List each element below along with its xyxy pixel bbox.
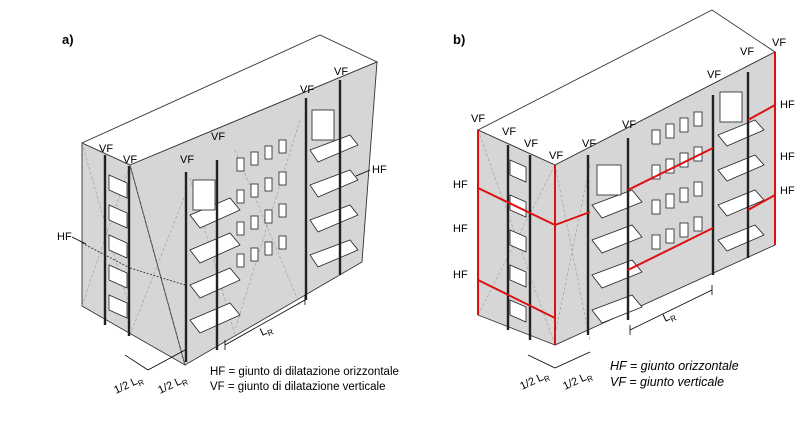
- panel-a-vf-label-3: VF: [180, 154, 194, 166]
- panel-b-label: b): [453, 32, 465, 47]
- panel-b-front-windows: [651, 111, 703, 250]
- panel-a-vf-label-1: VF: [99, 143, 113, 155]
- panel-b-panel-diagonals: [477, 129, 591, 346]
- panel-a-label: a): [62, 32, 74, 47]
- panel-b-vf-label-9: VF: [772, 37, 786, 49]
- panel-a-vf-label-5: VF: [300, 84, 314, 96]
- panel-b-legend-vf: VF = giunto verticale: [610, 375, 724, 389]
- panel-b-hf-label-4: HF: [780, 99, 795, 111]
- panel-b-hf-label-1: HF: [453, 179, 468, 191]
- panel-b-dim-full: LR: [661, 309, 678, 327]
- panel-a-hf-leader-front: [355, 169, 371, 177]
- panel-a-legend-hf: HF = giunto di dilatazione orizzontale: [210, 366, 399, 378]
- panel-b-hf-label-5: HF: [780, 151, 795, 163]
- panel-a-dim-half-2: 1/2 LR: [156, 373, 190, 399]
- panel-b: b): [453, 9, 795, 395]
- panel-b-vertical-joints: [506, 72, 750, 340]
- panel-b-dim-half-2: 1/2 LR: [561, 369, 595, 395]
- panel-b-vf-label-3: VF: [524, 138, 538, 150]
- panel-a: a): [57, 32, 399, 399]
- panel-b-red-joints: [477, 52, 776, 345]
- panel-a-front-windows: [236, 139, 287, 268]
- panel-a-dim-full: LR: [258, 323, 275, 341]
- panel-a-dim-half-1: 1/2 LR: [112, 373, 146, 399]
- panel-b-hf-label-2: HF: [453, 223, 468, 235]
- panel-a-vf-label-6: VF: [334, 66, 348, 78]
- panel-a-vf-label-4: VF: [211, 131, 225, 143]
- panel-b-vf-label-8: VF: [740, 46, 754, 58]
- panel-a-dimensions: [124, 295, 306, 371]
- panel-b-dimensions: [527, 285, 713, 369]
- panel-a-hf-label-front: HF: [372, 164, 387, 176]
- panel-b-vf-label-6: VF: [622, 119, 636, 131]
- panel-b-hf-label-6: HF: [780, 185, 795, 197]
- panel-b-balconies: [591, 91, 765, 324]
- panel-a-vertical-joints: [103, 80, 342, 362]
- panel-b-dim-half-1: 1/2 LR: [518, 369, 552, 395]
- panel-b-vf-label-4: VF: [549, 150, 563, 162]
- panel-a-side-windows: [108, 174, 128, 319]
- panel-b-side-windows: [509, 159, 527, 323]
- panel-b-vf-label-5: VF: [582, 138, 596, 150]
- panel-a-vf-label-2: VF: [123, 154, 137, 166]
- panel-a-balconies: [189, 109, 359, 334]
- panel-a-hf-leader-side: [71, 236, 87, 245]
- panel-b-legend-hf: HF = giunto orizzontale: [610, 359, 739, 373]
- panel-a-hf-line-front: [129, 267, 186, 286]
- panel-a-hf-label-side: HF: [57, 231, 72, 243]
- panel-b-vf-label-2: VF: [502, 126, 516, 138]
- panel-b-vf-label-1: VF: [471, 113, 485, 125]
- panel-b-vf-label-7: VF: [707, 69, 721, 81]
- panel-a-legend-vf: VF = giunto di dilatazione verticale: [210, 381, 385, 393]
- panel-b-hf-label-3: HF: [453, 269, 468, 281]
